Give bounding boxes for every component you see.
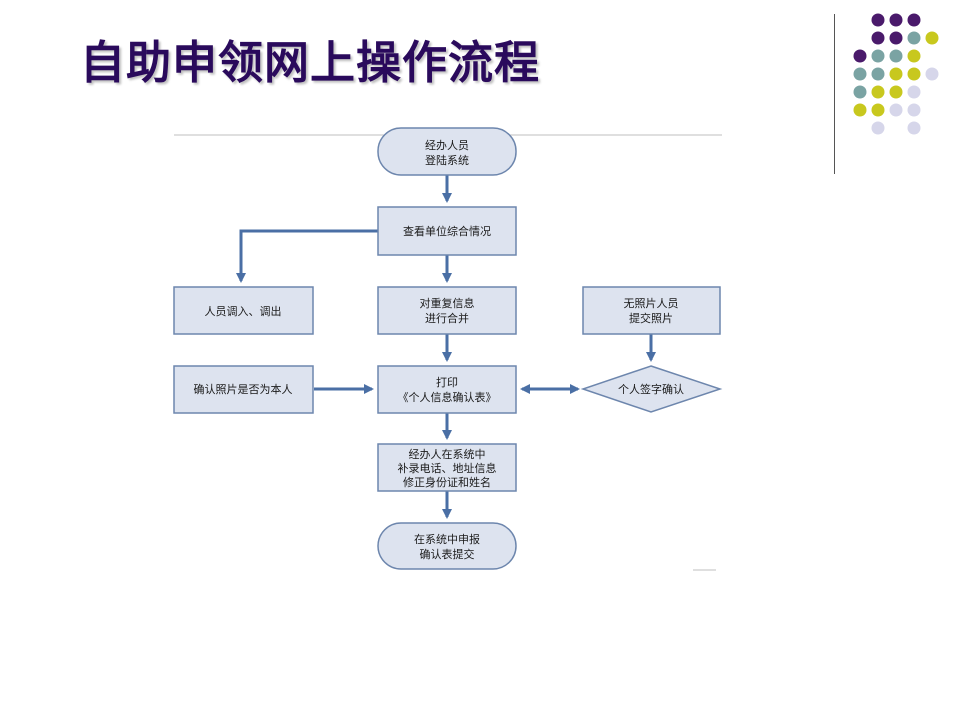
decorative-dot [907,31,921,45]
node-confirm-photo [173,365,314,414]
decorative-dot [889,49,903,63]
decorative-dot [853,67,867,81]
decorative-dot [907,103,921,117]
end-line-1: 在系统中申报 [414,532,480,546]
decorative-dot [853,49,867,63]
decorative-dot-grid [853,13,939,135]
decorative-dot [907,49,921,63]
supplement-line-3: 修正身份证和姓名 [403,475,491,489]
decorative-dot [871,31,885,45]
decorative-dot [889,85,903,99]
end-line-2: 确认表提交 [420,547,475,561]
decorative-dot [925,31,939,45]
page-title: 自助申领网上操作流程 [80,36,541,89]
decorative-dot [925,67,939,81]
decorative-dot [889,67,903,81]
arrow-view-to-transfer [236,229,378,283]
sign-label: 个人签字确认 [618,382,684,396]
no-photo-line-2: 提交照片 [629,311,673,325]
decorative-dot [871,103,885,117]
decorative-dot [907,85,921,99]
decorative-dot [889,31,903,45]
no-photo-line-1: 无照片人员 [624,297,679,310]
confirm-photo-label: 确认照片是否为本人 [194,382,293,396]
supplement-line-1: 经办人在系统中 [409,448,486,461]
decorative-dot [871,121,885,135]
merge-line-1: 对重复信息 [420,296,475,310]
supplement-line-2: 补录电话、地址信息 [398,461,497,475]
decorative-dot [871,85,885,99]
merge-line-2: 进行合并 [425,311,469,325]
node-no-photo [582,286,721,335]
node-transfer [173,286,314,335]
transfer-label: 人员调入、调出 [205,304,282,318]
decorative-dot [889,103,903,117]
decorative-dot [889,13,903,27]
view-unit-label: 查看单位综合情况 [403,224,491,238]
divider-line [834,14,835,174]
start-line-1: 经办人员 [425,139,469,152]
print-line-1: 打印 [436,375,458,389]
decorative-dot [871,67,885,81]
node-supplement [377,443,517,492]
node-start-terminal [377,127,517,176]
decorative-dot [907,67,921,81]
start-line-2: 登陆系统 [425,153,469,167]
decorative-dot [853,85,867,99]
node-sign-decision [580,365,723,413]
decorative-dot [907,121,921,135]
node-print [377,365,517,414]
decorative-dot [871,49,885,63]
print-line-2: 《个人信息确认表》 [398,390,497,404]
node-end-terminal [377,522,517,570]
node-merge [377,286,517,335]
decorative-dot [871,13,885,27]
decorative-dot [907,13,921,27]
decorative-dot [853,103,867,117]
node-view-unit [377,206,517,256]
